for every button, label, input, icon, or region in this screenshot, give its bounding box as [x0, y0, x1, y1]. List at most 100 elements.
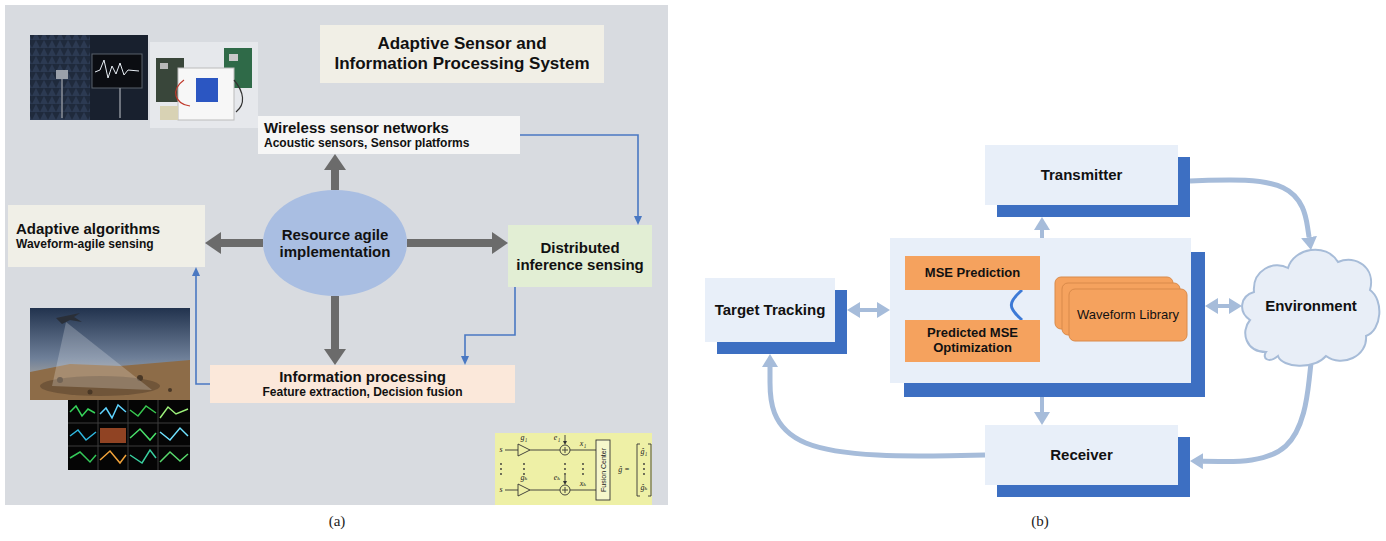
connector-arrow — [1218, 304, 1229, 308]
library-sheet — [1069, 289, 1187, 341]
connector-arrow — [520, 135, 638, 216]
node-label: Adaptive Sensor and Information Processi… — [330, 34, 594, 73]
signal-name: x₁ — [580, 440, 586, 448]
spectrogram-photo-part — [100, 405, 126, 418]
fusion-block-diagram-part-part — [500, 463, 502, 465]
spectrogram-photo-part — [160, 452, 188, 462]
fusion-block-diagram-part — [505, 435, 651, 500]
chamber-photo-part — [95, 60, 139, 78]
fusion-block-diagram-part-part — [518, 444, 530, 456]
node-subtitle: Acoustic sensors, Sensor platforms — [264, 137, 514, 151]
processing-box: Information processingFeature extraction… — [210, 365, 515, 403]
fusion-block-diagram-part-part — [523, 468, 525, 470]
spectrogram-photo — [68, 400, 190, 470]
node-label: Environment — [1258, 297, 1364, 314]
connector-arrow — [1040, 397, 1044, 412]
ellipse-outline — [263, 190, 407, 296]
fusion-block-diagram-part-part — [564, 463, 566, 465]
fusion-block-diagram-part-part — [565, 475, 566, 481]
sensor-board-photo-part — [160, 106, 178, 120]
algorithm-box: Adaptive algorithmsWaveform-agile sensin… — [8, 205, 205, 267]
node-label: MSE Prediction — [911, 266, 1034, 281]
panel-background — [5, 5, 668, 505]
fusion-block-diagram-part-part — [582, 468, 584, 470]
optimization-box: Predicted MSE Optimization — [905, 320, 1040, 362]
connector-arrow — [465, 287, 515, 356]
fusion-block-diagram-part-part — [523, 463, 525, 465]
fusion-block-diagram-part-part — [643, 468, 645, 470]
connector-arrow — [860, 308, 877, 312]
spectrogram-photo-part — [70, 430, 96, 440]
fusion-block-diagram-part-part — [560, 485, 570, 495]
spectrogram-photo-part — [100, 451, 126, 463]
connector-arrow — [407, 239, 492, 247]
fusion-block-diagram-part-part — [570, 450, 596, 451]
node-subtitle: Feature extraction, Decision fusion — [216, 386, 509, 400]
fusion-block-diagram-part-part — [505, 490, 518, 491]
radar-scene-photo-part — [168, 388, 172, 392]
resource-ellipse: Resource agile implementation — [263, 190, 407, 296]
fusion-block-diagram — [495, 433, 652, 505]
spectrogram-photo-part — [68, 400, 190, 470]
fusion-block-diagram-part-part — [564, 473, 566, 475]
fusion-block-diagram-part-part — [505, 450, 518, 451]
connector-arrow — [221, 239, 263, 247]
sensor-network-box: Wireless sensor networksAcoustic sensors… — [258, 116, 520, 154]
radar-scene-photo-part — [30, 308, 190, 400]
connector-arrow — [331, 170, 339, 190]
sensor-board-photo — [150, 42, 258, 128]
signal-name: s — [499, 486, 502, 494]
signal-name: g₁ — [521, 434, 528, 442]
spectrogram-photo-part — [100, 428, 126, 443]
node-subtitle: Waveform-agile sensing — [16, 238, 197, 252]
radar-scene-photo — [30, 308, 190, 400]
node-label: Wireless sensor networks — [264, 119, 514, 136]
node-label: Transmitter — [993, 166, 1170, 183]
signal-name: s — [499, 446, 502, 454]
environment-cloud: Environment — [1238, 240, 1384, 372]
signal-name: ĝₖ — [641, 484, 648, 492]
fusion-block-diagram-part-part — [565, 435, 566, 441]
connector-arrow — [1040, 230, 1044, 238]
fusion-block-diagram-part-part — [500, 473, 502, 475]
waveform-library: Waveform Library — [1055, 277, 1187, 341]
spectrogram-photo-part — [68, 400, 190, 470]
fusion-block-diagram-part-part — [582, 473, 584, 475]
sensor-board-photo-part — [150, 42, 258, 128]
sensor-board-photo-part — [176, 80, 190, 106]
panel-caption: (a) — [329, 514, 346, 529]
chamber-photo — [30, 35, 148, 120]
fusion-block-diagram-part-part — [643, 463, 645, 465]
sensor-board-photo-part — [196, 78, 218, 102]
fusion-block-diagram-part-part — [570, 490, 596, 491]
radar-scene-photo-part — [56, 313, 82, 324]
fusion-block-diagram-part-part — [564, 468, 566, 470]
node-label: Information processing — [216, 368, 509, 385]
tracking-box: Target Tracking — [705, 278, 835, 342]
signal-name: ĝ = — [618, 466, 629, 474]
cloud-outline — [1242, 250, 1379, 366]
sensor-board-photo-part — [160, 63, 168, 69]
fusion-block-diagram-part — [495, 433, 652, 505]
inference-box: Distributed inference sensing — [508, 225, 652, 287]
controller-box: MSE PredictionPredicted MSE Optimization… — [890, 238, 1191, 383]
fusion-block-diagram-part-part — [565, 487, 566, 493]
spectrogram-photo-part — [130, 429, 156, 440]
connector-arrow — [1190, 180, 1309, 237]
panel-caption: (b) — [1031, 514, 1049, 529]
prediction-box: MSE Prediction — [905, 256, 1040, 290]
signal-name: xₖ — [580, 480, 586, 488]
node-label: Predicted MSE Optimization — [911, 326, 1034, 356]
spectrogram-photo-part — [70, 452, 96, 462]
fusion-block-diagram-part-part — [637, 444, 651, 496]
node-label: Distributed inference sensing — [514, 239, 646, 274]
node-label: Resource agile implementation — [277, 226, 393, 261]
chamber-photo-part — [30, 35, 148, 120]
node-label: Receiver — [993, 446, 1170, 463]
signal-name: gₖ — [521, 474, 528, 482]
radar-scene-photo-part — [52, 322, 152, 390]
sensor-board-photo-part — [178, 68, 234, 120]
connector-arrow — [1203, 363, 1311, 462]
signal-name: e₁ — [554, 434, 560, 442]
